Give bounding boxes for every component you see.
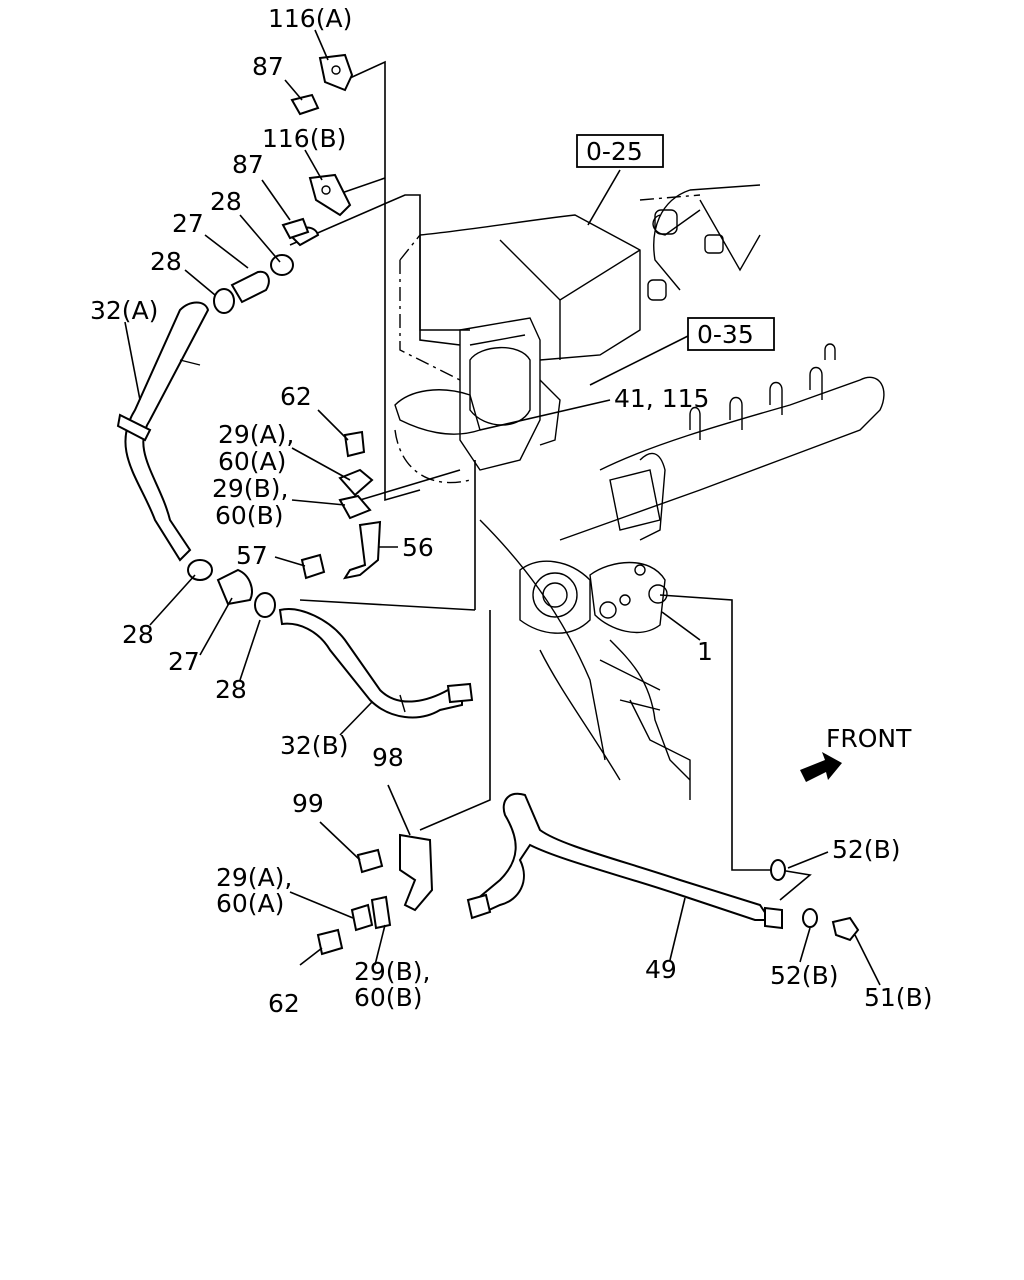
label-27-b: 27 xyxy=(168,647,200,676)
label-29a-lower: 29(A), xyxy=(216,863,292,892)
label-front: FRONT xyxy=(826,724,912,753)
label-28-c: 28 xyxy=(122,620,154,649)
label-51b: 51(B) xyxy=(864,983,932,1012)
exhaust-manifold-upper xyxy=(639,184,761,301)
pipe-49 xyxy=(466,792,783,930)
label-52b-lower: 52(B) xyxy=(770,961,838,990)
label-28-a: 28 xyxy=(210,187,242,216)
bracket-116b xyxy=(281,173,352,240)
label-62-lower: 62 xyxy=(268,989,300,1018)
label-1: 1 xyxy=(697,637,713,666)
label-29a-upper: 29(A), xyxy=(218,420,294,449)
label-32b: 32(B) xyxy=(280,731,348,760)
label-28-d: 28 xyxy=(215,675,247,704)
label-116a: 116(A) xyxy=(268,4,352,33)
muffler-body xyxy=(399,214,641,381)
label-32a: 32(A) xyxy=(90,296,158,325)
pipe-32a xyxy=(116,301,210,562)
label-116b: 116(B) xyxy=(262,124,346,153)
hose-clamp-upper xyxy=(213,226,320,314)
label-87-lower: 87 xyxy=(232,150,264,179)
cylinder-head-manifold xyxy=(559,343,885,541)
bracket-98-set xyxy=(316,833,434,956)
label-49: 49 xyxy=(645,955,677,984)
label-60a-upper: 60(A) xyxy=(218,447,286,476)
label-60b-upper: 60(B) xyxy=(215,501,283,530)
label-57: 57 xyxy=(236,541,268,570)
label-29b-lower: 29(B), xyxy=(354,957,430,986)
label-28-b: 28 xyxy=(150,247,182,276)
label-98: 98 xyxy=(372,743,404,772)
label-41-115: 41, 115 xyxy=(614,384,709,413)
label-27-a: 27 xyxy=(172,209,204,238)
ref-box-0-35 xyxy=(687,317,775,351)
intake-housing xyxy=(394,317,561,484)
label-99: 99 xyxy=(292,789,324,818)
label-56: 56 xyxy=(402,533,434,562)
pipe-32b xyxy=(278,608,474,719)
hose-clamp-lower xyxy=(187,559,276,618)
label-87-upper: 87 xyxy=(252,52,284,81)
label-52b-upper: 52(B) xyxy=(832,835,900,864)
reference-lines xyxy=(289,60,812,901)
label-leaders xyxy=(124,29,881,986)
label-29b-upper: 29(B), xyxy=(212,474,288,503)
label-ref-0-35: 0-35 xyxy=(697,320,754,349)
label-ref-0-25: 0-25 xyxy=(586,137,643,166)
washer-bolt-set xyxy=(770,859,860,942)
label-60b-lower: 60(B) xyxy=(354,983,422,1012)
label-62-upper: 62 xyxy=(280,382,312,411)
ref-box-0-25 xyxy=(576,134,664,168)
label-60a-lower: 60(A) xyxy=(216,889,284,918)
clip-set-upper xyxy=(300,430,382,580)
water-pump-and-flywheel xyxy=(479,519,691,800)
front-arrow-icon xyxy=(800,752,842,782)
bracket-116a xyxy=(290,53,354,116)
